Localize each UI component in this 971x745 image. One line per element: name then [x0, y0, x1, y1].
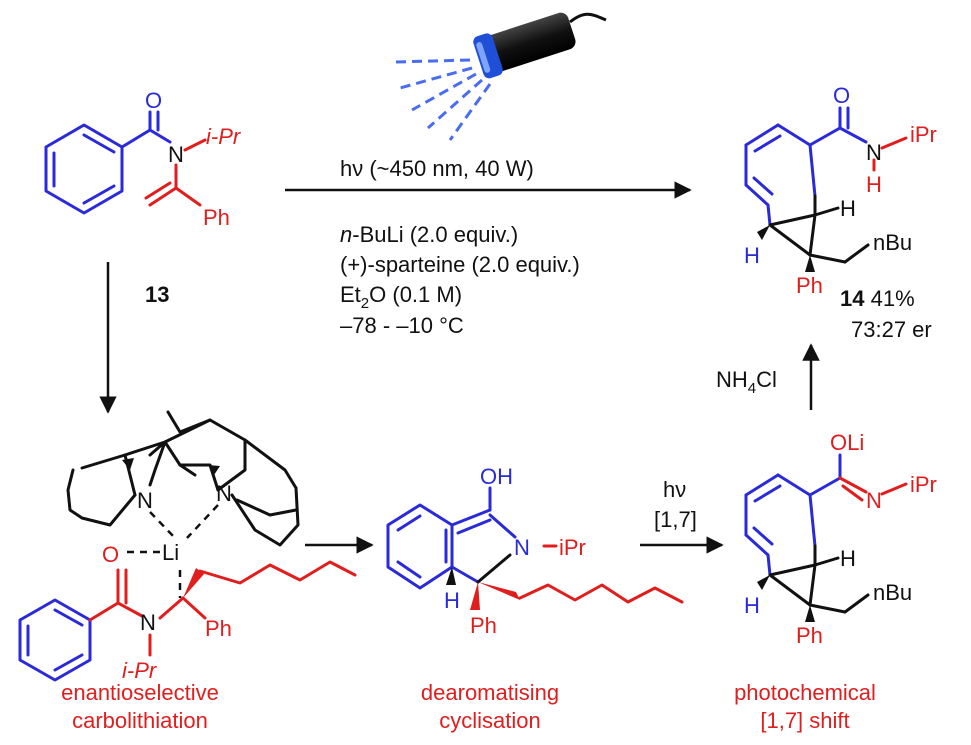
- quench-condition: NH4Cl: [716, 367, 777, 397]
- flashlight-icon: [394, 12, 607, 141]
- shifted-intermediate: OLi N iPr H H nBu Ph: [744, 430, 937, 648]
- sm-nitrogen: N: [168, 142, 184, 167]
- lithium-phenyl: Ph: [205, 616, 232, 641]
- product-nitrogen: N: [866, 140, 882, 165]
- lithium-atom: Li: [162, 540, 179, 565]
- starting-material-13: O N i-Pr Ph 13: [44, 88, 242, 307]
- product-er: 73:27 er: [851, 317, 932, 342]
- ligand-condition: (+)-sparteine (2.0 equiv.): [340, 252, 580, 277]
- hv-label: hν: [663, 477, 686, 502]
- sm-phenyl: Ph: [203, 205, 230, 230]
- cyclised-phenyl: Ph: [470, 613, 497, 638]
- caption-shift-2: [1,7] shift: [760, 708, 849, 733]
- sparteine-n2: N: [216, 481, 232, 506]
- solvent-condition: Et2O (0.1 M): [340, 282, 462, 312]
- lithium-amide-n: N: [140, 610, 156, 635]
- shifted-olithium: OLi: [830, 430, 864, 455]
- product-yield: 14 41%: [840, 286, 915, 311]
- product-butyl: nBu: [873, 230, 912, 255]
- cyclised-nitrogen: N: [514, 535, 530, 560]
- sm-isopropyl: i-Pr: [206, 124, 242, 149]
- compound-number-13: 13: [145, 282, 169, 307]
- caption-carbolithiation-1: enantioselective: [61, 680, 219, 705]
- lithium-isopropyl: i-Pr: [122, 658, 158, 683]
- shift-label: [1,7]: [654, 507, 697, 532]
- shifted-butyl: nBu: [873, 580, 912, 605]
- cyclised-h: H: [444, 588, 460, 613]
- sparteine-n1: N: [137, 488, 153, 513]
- product-amide-h: H: [866, 172, 882, 197]
- shifted-nitrogen: N: [866, 488, 882, 513]
- product-h-top: H: [840, 196, 856, 221]
- caption-carbolithiation-2: carbolithiation: [72, 708, 208, 733]
- product-isopropyl: iPr: [910, 122, 937, 147]
- shifted-isopropyl: iPr: [910, 472, 937, 497]
- product-oxygen: O: [833, 83, 850, 108]
- light-condition: hν (~450 nm, 40 W): [340, 156, 534, 181]
- cyclised-isopropyl: iPr: [559, 535, 586, 560]
- shifted-phenyl: Ph: [796, 623, 823, 648]
- product-14: O N H iPr H H nBu Ph 14 41% 73:27 er: [744, 83, 937, 342]
- product-phenyl: Ph: [796, 273, 823, 298]
- caption-cyclisation-1: dearomatising: [421, 680, 559, 705]
- caption-cyclisation-2: cyclisation: [439, 708, 540, 733]
- lithium-oxygen: O: [102, 542, 119, 567]
- caption-shift-1: photochemical: [734, 680, 876, 705]
- shifted-h-top: H: [840, 546, 856, 571]
- shifted-h-bottom: H: [744, 593, 760, 618]
- sm-oxygen: O: [145, 88, 162, 113]
- product-h-bottom: H: [744, 243, 760, 268]
- temperature-condition: –78 - –10 °C: [340, 313, 464, 338]
- cyclised-hydroxyl: OH: [480, 464, 513, 489]
- base-condition: n-BuLi (2.0 equiv.): [340, 222, 518, 247]
- cyclised-intermediate: OH N iPr H Ph: [386, 464, 684, 638]
- lithiated-intermediate: N N Li O N i-Pr Ph: [18, 410, 357, 683]
